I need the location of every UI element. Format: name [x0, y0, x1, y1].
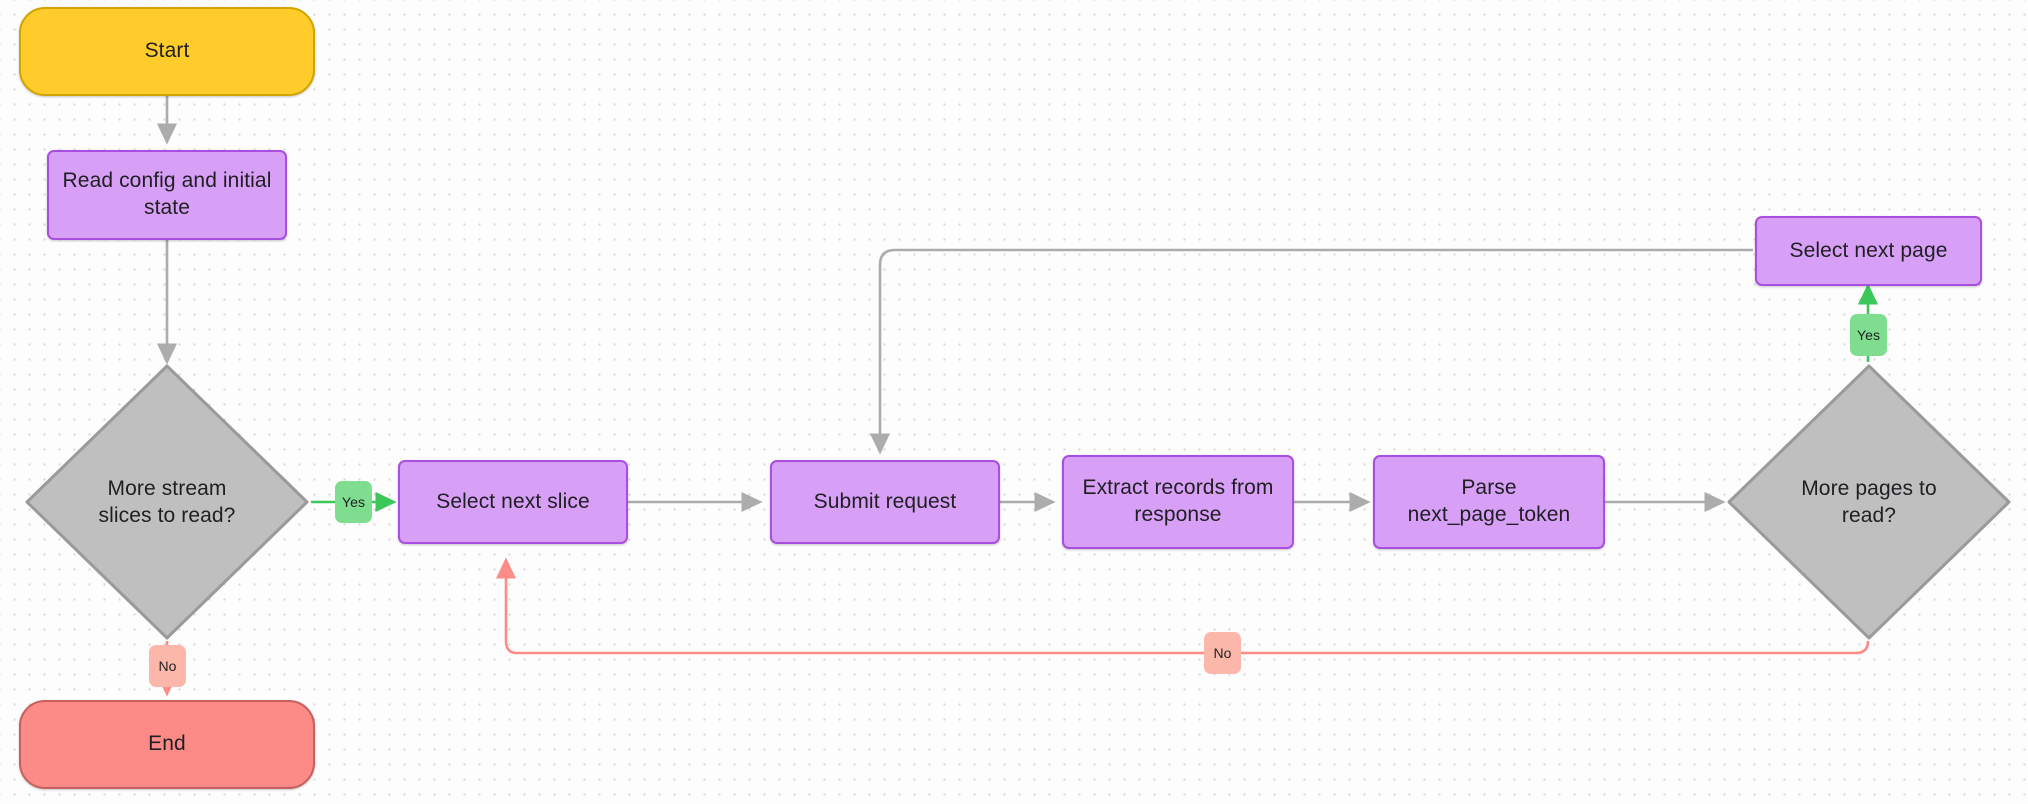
- edge-label-yes-pages: Yes: [1850, 314, 1887, 356]
- node-start[interactable]: Start: [19, 7, 315, 96]
- edge-label-no-slices: No: [149, 645, 186, 687]
- node-end[interactable]: End: [19, 700, 315, 789]
- node-select-next-page[interactable]: Select next page: [1755, 216, 1982, 286]
- edge-more-pages-no: [495, 557, 1870, 655]
- edge-next-page-to-submit: [869, 248, 1753, 455]
- node-read-config[interactable]: Read config and initial state: [47, 150, 287, 240]
- node-more-pages-label: More pages to read?: [1801, 476, 1937, 527]
- edge-label-no-pages: No: [1204, 632, 1241, 674]
- diamond-shape: [1727, 364, 2011, 640]
- diamond-shape: [25, 364, 309, 640]
- edge-label-yes-slices: Yes: [335, 481, 372, 523]
- node-submit-request[interactable]: Submit request: [770, 460, 1000, 544]
- node-more-pages[interactable]: More pages to read?: [1725, 362, 2013, 642]
- node-more-slices-label: More stream slices to read?: [98, 476, 236, 527]
- node-extract-records[interactable]: Extract records from response: [1062, 455, 1294, 549]
- node-more-slices[interactable]: More stream slices to read?: [23, 362, 311, 642]
- node-select-next-slice[interactable]: Select next slice: [398, 460, 628, 544]
- node-parse-next-page-token[interactable]: Parse next_page_token: [1373, 455, 1605, 549]
